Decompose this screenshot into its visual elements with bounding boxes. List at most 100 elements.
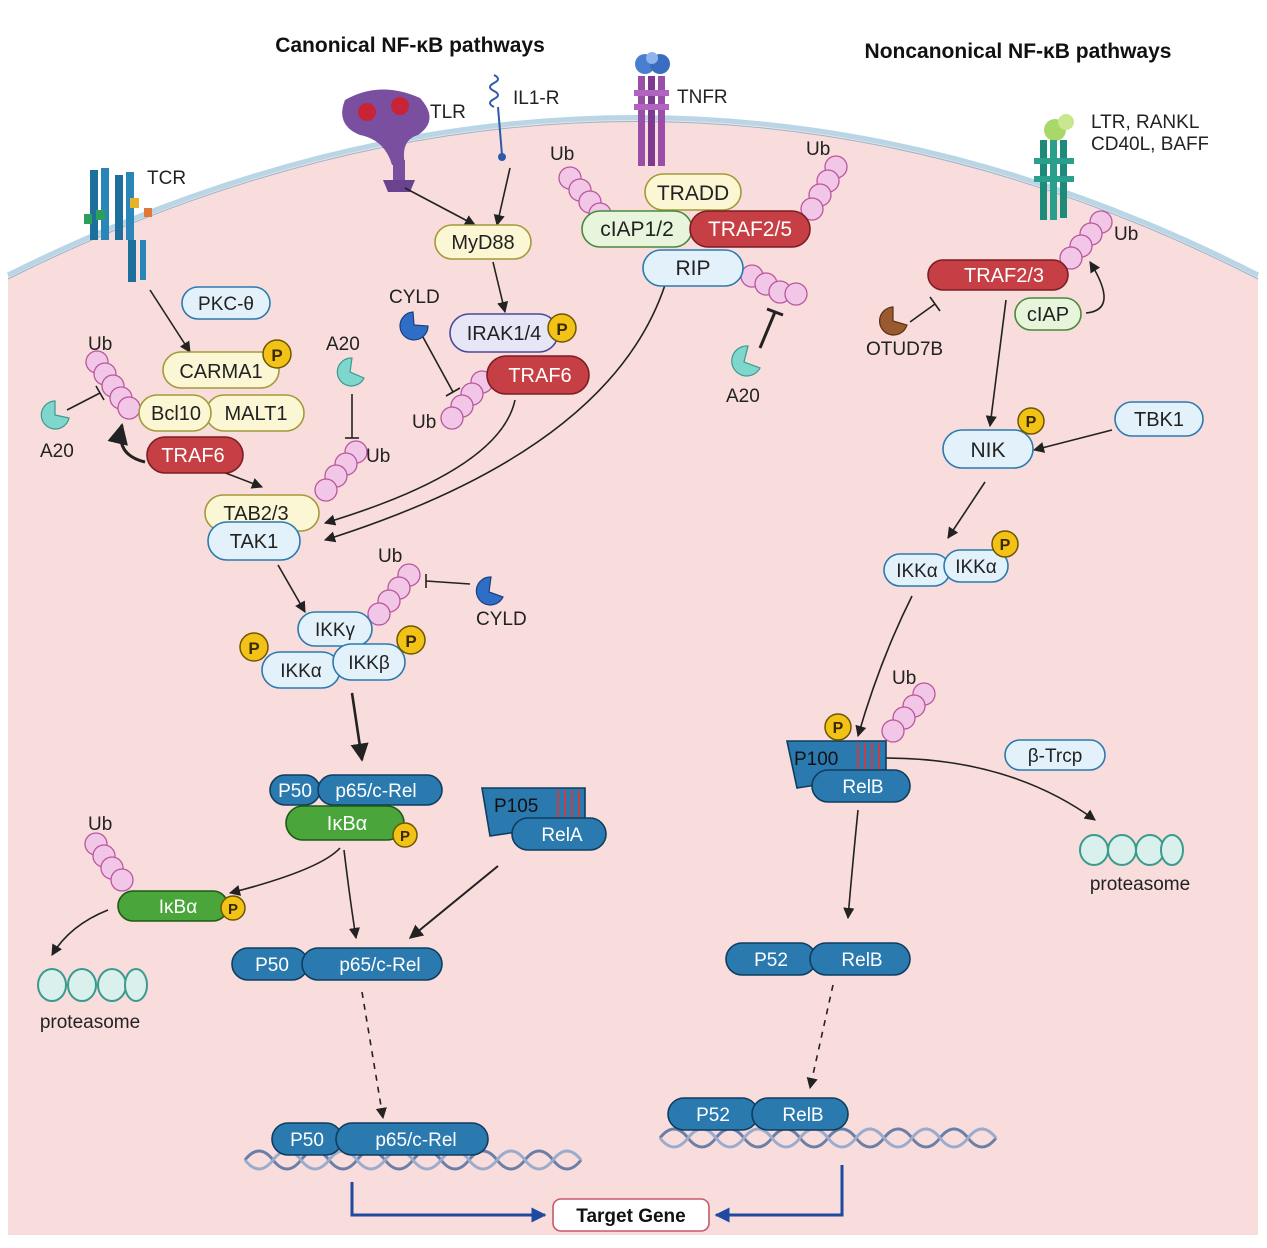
cell-membrane-inner (7, 121, 1259, 280)
btrcp-label: β-Trcp (1028, 746, 1083, 767)
canonical-heading: Canonical NF-κB pathways (275, 34, 545, 57)
traf6-mid-node (486, 355, 590, 395)
malt1-label: MALT1 (225, 403, 288, 425)
traf23-label: TRAF2/3 (964, 265, 1044, 287)
nik-node (942, 429, 1034, 469)
cyld-icon-top (399, 311, 429, 341)
tnfr-receptor-icon (634, 52, 670, 166)
rela-label: RelA (541, 825, 583, 846)
phospho-icon (824, 713, 852, 741)
a20-label: A20 (726, 386, 760, 407)
p100-label: P100 (794, 749, 838, 770)
p50-c-label: P50 (290, 1130, 324, 1151)
tak1-label: TAK1 (230, 531, 279, 553)
ltr-receptor-icon (1034, 114, 1074, 220)
phospho-label: P (405, 632, 416, 651)
phospho-label: P (833, 720, 844, 737)
edge-mask (1208, 108, 1267, 158)
proteasome-icon-right (1079, 834, 1184, 866)
p65-a-node (317, 774, 443, 806)
nik-label: NIK (970, 439, 1005, 462)
a20-label: A20 (40, 441, 74, 462)
p65-b-node (301, 947, 443, 981)
target-gene-box (552, 1198, 710, 1232)
phospho-icon (220, 895, 246, 921)
p65-c-node (335, 1122, 489, 1156)
carma1-node (162, 351, 280, 389)
p50-b-label: P50 (255, 955, 289, 976)
traf6-left-node (146, 436, 244, 474)
ub-labels: Ub Ub Ub Ub Ub Ub Ub Ub Ub (88, 139, 1138, 835)
tradd-node (644, 173, 742, 211)
relb-a-node (811, 769, 911, 803)
ub-label: Ub (1114, 224, 1138, 245)
ubiquitin-chains (84, 155, 1113, 892)
arrows (51, 167, 1113, 1120)
a20-label: A20 (326, 334, 360, 355)
target-gene-label: Target Gene (576, 1206, 685, 1227)
phospho-label: P (248, 639, 259, 658)
myd88-node (434, 224, 532, 260)
traf6-mid-label: TRAF6 (508, 365, 571, 387)
ikkb-label: IKKβ (348, 653, 390, 674)
p50-a-label: P50 (278, 781, 312, 802)
phospho-icon (991, 530, 1019, 558)
rela-node (511, 817, 607, 851)
phospho-icon (239, 632, 269, 662)
tab23-label: TAB2/3 (223, 503, 288, 525)
traf23-node (927, 259, 1069, 291)
otud7b-label: OTUD7B (866, 339, 943, 360)
cyld-label: CYLD (476, 609, 527, 630)
pkc-label: PKC-θ (198, 294, 254, 315)
ikka-nc2-node (943, 549, 1009, 583)
relb-b-label: RelB (841, 950, 882, 971)
a20-icon-right (731, 345, 761, 377)
ub-label: Ub (366, 446, 390, 467)
ikba-b-label: IκBα (159, 897, 197, 918)
relb-c-node (751, 1097, 849, 1131)
ub-label: Ub (378, 546, 402, 567)
traf25-label: TRAF2/5 (708, 218, 792, 241)
dna-helix-left (243, 1149, 583, 1171)
relb-c-label: RelB (782, 1105, 823, 1126)
tak1-node (207, 521, 301, 561)
phospho-label: P (228, 901, 238, 918)
phospho-label: P (400, 828, 410, 845)
phospho-label: P (1026, 414, 1037, 431)
carma1-label: CARMA1 (179, 361, 262, 383)
ikkb-node (332, 643, 406, 681)
bcl10-node (138, 394, 212, 432)
ikka-label: IKKα (280, 661, 322, 682)
tlr-label-mask (466, 98, 476, 124)
il1r-label: IL1-R (513, 88, 559, 109)
target-gene-arrows (350, 1165, 844, 1223)
btrcp-node (1004, 739, 1106, 771)
p65-c-label: p65/c-Rel (375, 1130, 456, 1151)
irak14-label: IRAK1/4 (467, 323, 541, 345)
ciap-node (1014, 297, 1082, 331)
tcr-receptor-icon (84, 168, 152, 282)
ub-label: Ub (892, 668, 916, 689)
a20-icon-left (40, 400, 70, 430)
tbk1-label: TBK1 (1134, 409, 1184, 431)
phospho-label: P (271, 346, 282, 365)
traf25-node (689, 210, 811, 248)
phospho-icon (396, 625, 426, 655)
p65-b-label: p65/c-Rel (339, 955, 420, 976)
myd88-label: MyD88 (451, 232, 514, 254)
cyld-label: CYLD (389, 287, 440, 308)
ciap-label: cIAP (1027, 304, 1069, 326)
phospho-icon (392, 822, 418, 848)
p52-b-label: P52 (696, 1105, 730, 1126)
relb-a-label: RelB (842, 777, 883, 798)
tbk1-node (1114, 401, 1204, 437)
ub-label: Ub (550, 144, 574, 165)
p105-label: P105 (494, 796, 538, 817)
tnfr-label: TNFR (677, 87, 728, 108)
phospho-icon (547, 313, 577, 343)
ikkg-label: IKKγ (315, 620, 356, 641)
ciap12-label: cIAP1/2 (600, 218, 674, 241)
otud7b-icon (878, 306, 908, 336)
cytoplasm (8, 117, 1258, 1235)
